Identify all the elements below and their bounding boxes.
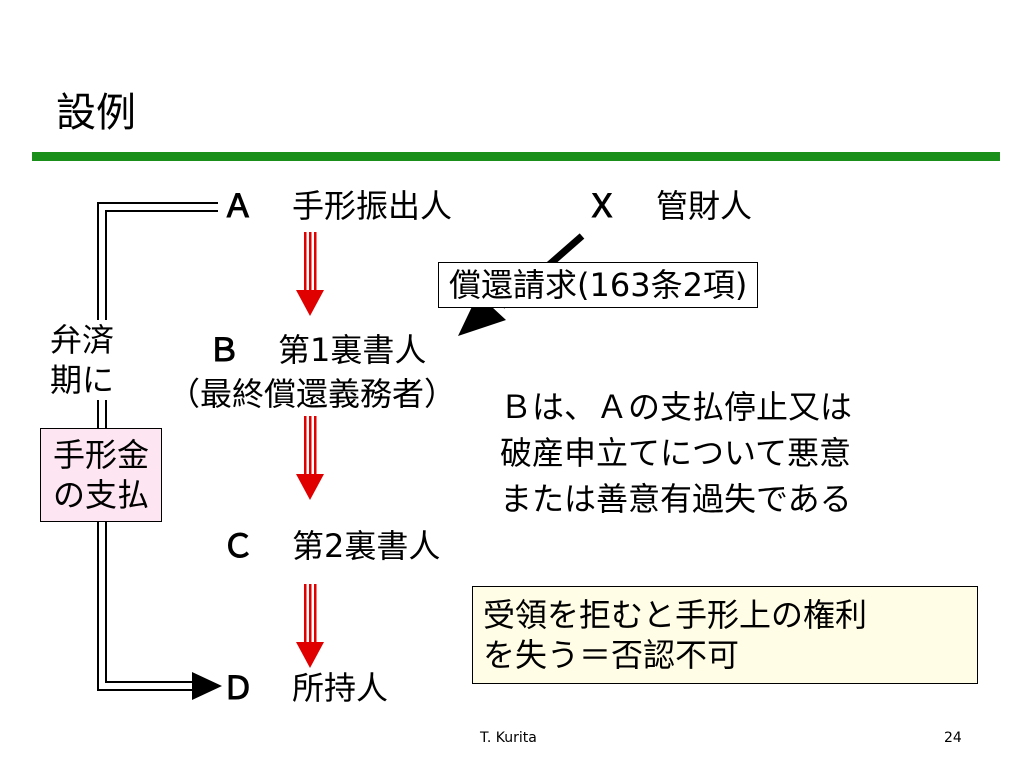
party-a-label: 手形振出人 bbox=[292, 187, 453, 225]
party-c: Ｃ 第2裏書人 bbox=[222, 526, 440, 566]
party-a-letter: Ａ bbox=[222, 187, 255, 225]
effect-box-line1: 受領を拒むと手形上の権利 bbox=[483, 596, 868, 634]
party-b-label: 第1裏書人 bbox=[278, 331, 427, 369]
maturity-label-line2: 期に bbox=[50, 361, 115, 399]
footer-author: T. Kurita bbox=[480, 730, 537, 746]
party-d-label: 所持人 bbox=[292, 669, 389, 707]
note-line3: または善意有過失である bbox=[500, 480, 852, 518]
party-d: Ｄ 所持人 bbox=[222, 668, 388, 708]
title-divider bbox=[32, 152, 1000, 161]
party-x-letter: Ｘ bbox=[586, 187, 619, 225]
effect-box-line2: を失う＝否認不可 bbox=[483, 636, 740, 674]
effect-box: 受領を拒むと手形上の権利 を失う＝否認不可 bbox=[472, 586, 978, 684]
maturity-label: 弁済 期に bbox=[50, 320, 115, 400]
payment-arrowhead bbox=[192, 672, 222, 700]
endorsement-arrow-c-d bbox=[296, 584, 324, 668]
party-b-role: （最終償還義務者） bbox=[168, 375, 457, 413]
endorsement-arrow-a-b bbox=[296, 232, 324, 316]
party-c-letter: Ｃ bbox=[222, 527, 255, 565]
payment-box-line2: の支払 bbox=[53, 476, 150, 514]
party-b-letter: Ｂ bbox=[208, 331, 241, 369]
party-x-label: 管財人 bbox=[656, 187, 753, 225]
maturity-label-line1: 弁済 bbox=[50, 321, 115, 359]
note-line1: Ｂは、Ａの支払停止又は bbox=[500, 388, 853, 426]
note-line2: 破産申立てについて悪意 bbox=[500, 434, 852, 472]
party-c-label: 第2裏書人 bbox=[292, 527, 441, 565]
page-title: 設例 bbox=[56, 90, 136, 136]
party-x: Ｘ 管財人 bbox=[586, 186, 752, 226]
endorsement-arrow-b-c bbox=[296, 416, 324, 500]
payment-box-line1: 手形金 bbox=[53, 436, 150, 474]
claim-box: 償還請求(163条2項) bbox=[438, 262, 759, 308]
party-a: Ａ 手形振出人 bbox=[222, 186, 452, 226]
page-number: 24 bbox=[944, 730, 962, 746]
party-b: Ｂ 第1裏書人 bbox=[208, 330, 426, 370]
payment-box: 手形金 の支払 bbox=[40, 428, 163, 522]
b-knowledge-note: Ｂは、Ａの支払停止又は 破産申立てについて悪意 または善意有過失である bbox=[500, 384, 852, 522]
party-d-letter: Ｄ bbox=[222, 669, 255, 707]
